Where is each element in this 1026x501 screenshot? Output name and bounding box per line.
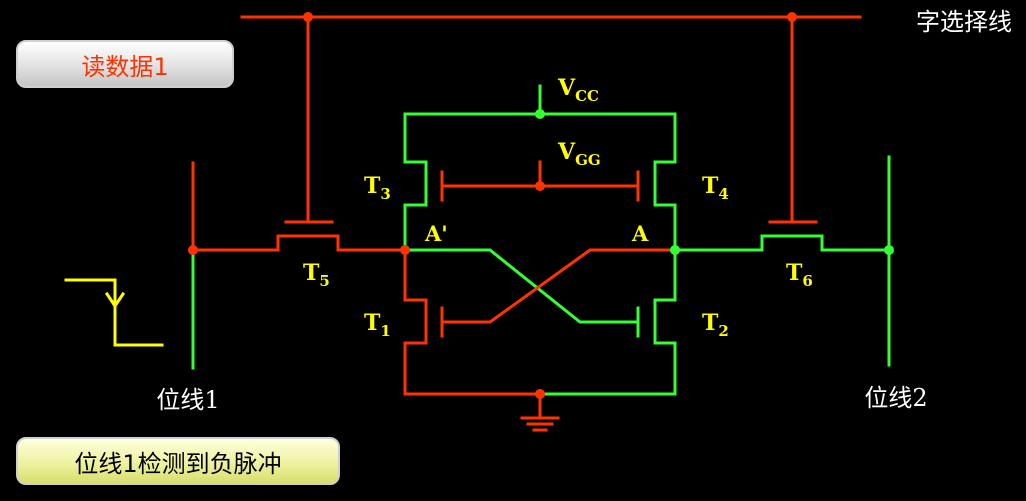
t1-channel: [403, 248, 542, 396]
junction-dot: [303, 12, 313, 22]
t4-channel: [653, 160, 677, 252]
node-a-prime-label: A': [424, 221, 448, 246]
bit-line-1-label: 位线1: [156, 386, 219, 414]
t5-label: T5: [303, 260, 330, 290]
t6-channel: [673, 234, 891, 252]
read-data-title-box: 读数据1: [16, 40, 234, 88]
t6-label: T6: [786, 260, 813, 290]
junction-dot: [884, 245, 894, 255]
word-line-label: 字选择线: [916, 8, 1012, 36]
read-data-title-text: 读数据1: [81, 52, 169, 81]
cross-link-a-prime-to-t2: [403, 248, 640, 324]
junction-dot: [535, 389, 545, 399]
pulse-arrow-head: [104, 291, 126, 309]
t5-channel: [191, 234, 407, 252]
bit-line-2-label: 位线2: [864, 384, 927, 412]
t3-label: T3: [364, 173, 391, 203]
status-text: 位线1检测到负脉冲: [74, 449, 282, 478]
t2-label: T2: [702, 310, 729, 340]
cross-link-a-to-t1: [440, 248, 677, 324]
vcc-label: VCC: [557, 75, 599, 105]
negative-pulse-waveform: [64, 278, 164, 347]
t4-label: T4: [702, 173, 729, 203]
status-box: 位线1检测到负脉冲: [16, 437, 340, 485]
junction-dot: [535, 109, 545, 119]
t3-channel: [403, 160, 428, 252]
junction-dot: [670, 245, 680, 255]
junction-dot: [188, 245, 198, 255]
node-a-label: A: [631, 221, 649, 246]
vcc-rail: [403, 112, 677, 164]
junction-dot: [535, 181, 545, 191]
vgg-label: VGG: [557, 139, 601, 169]
junction-dot: [400, 245, 410, 255]
t2-channel: [538, 248, 677, 396]
junction-dot: [787, 12, 797, 22]
t1-label: T1: [364, 310, 391, 340]
